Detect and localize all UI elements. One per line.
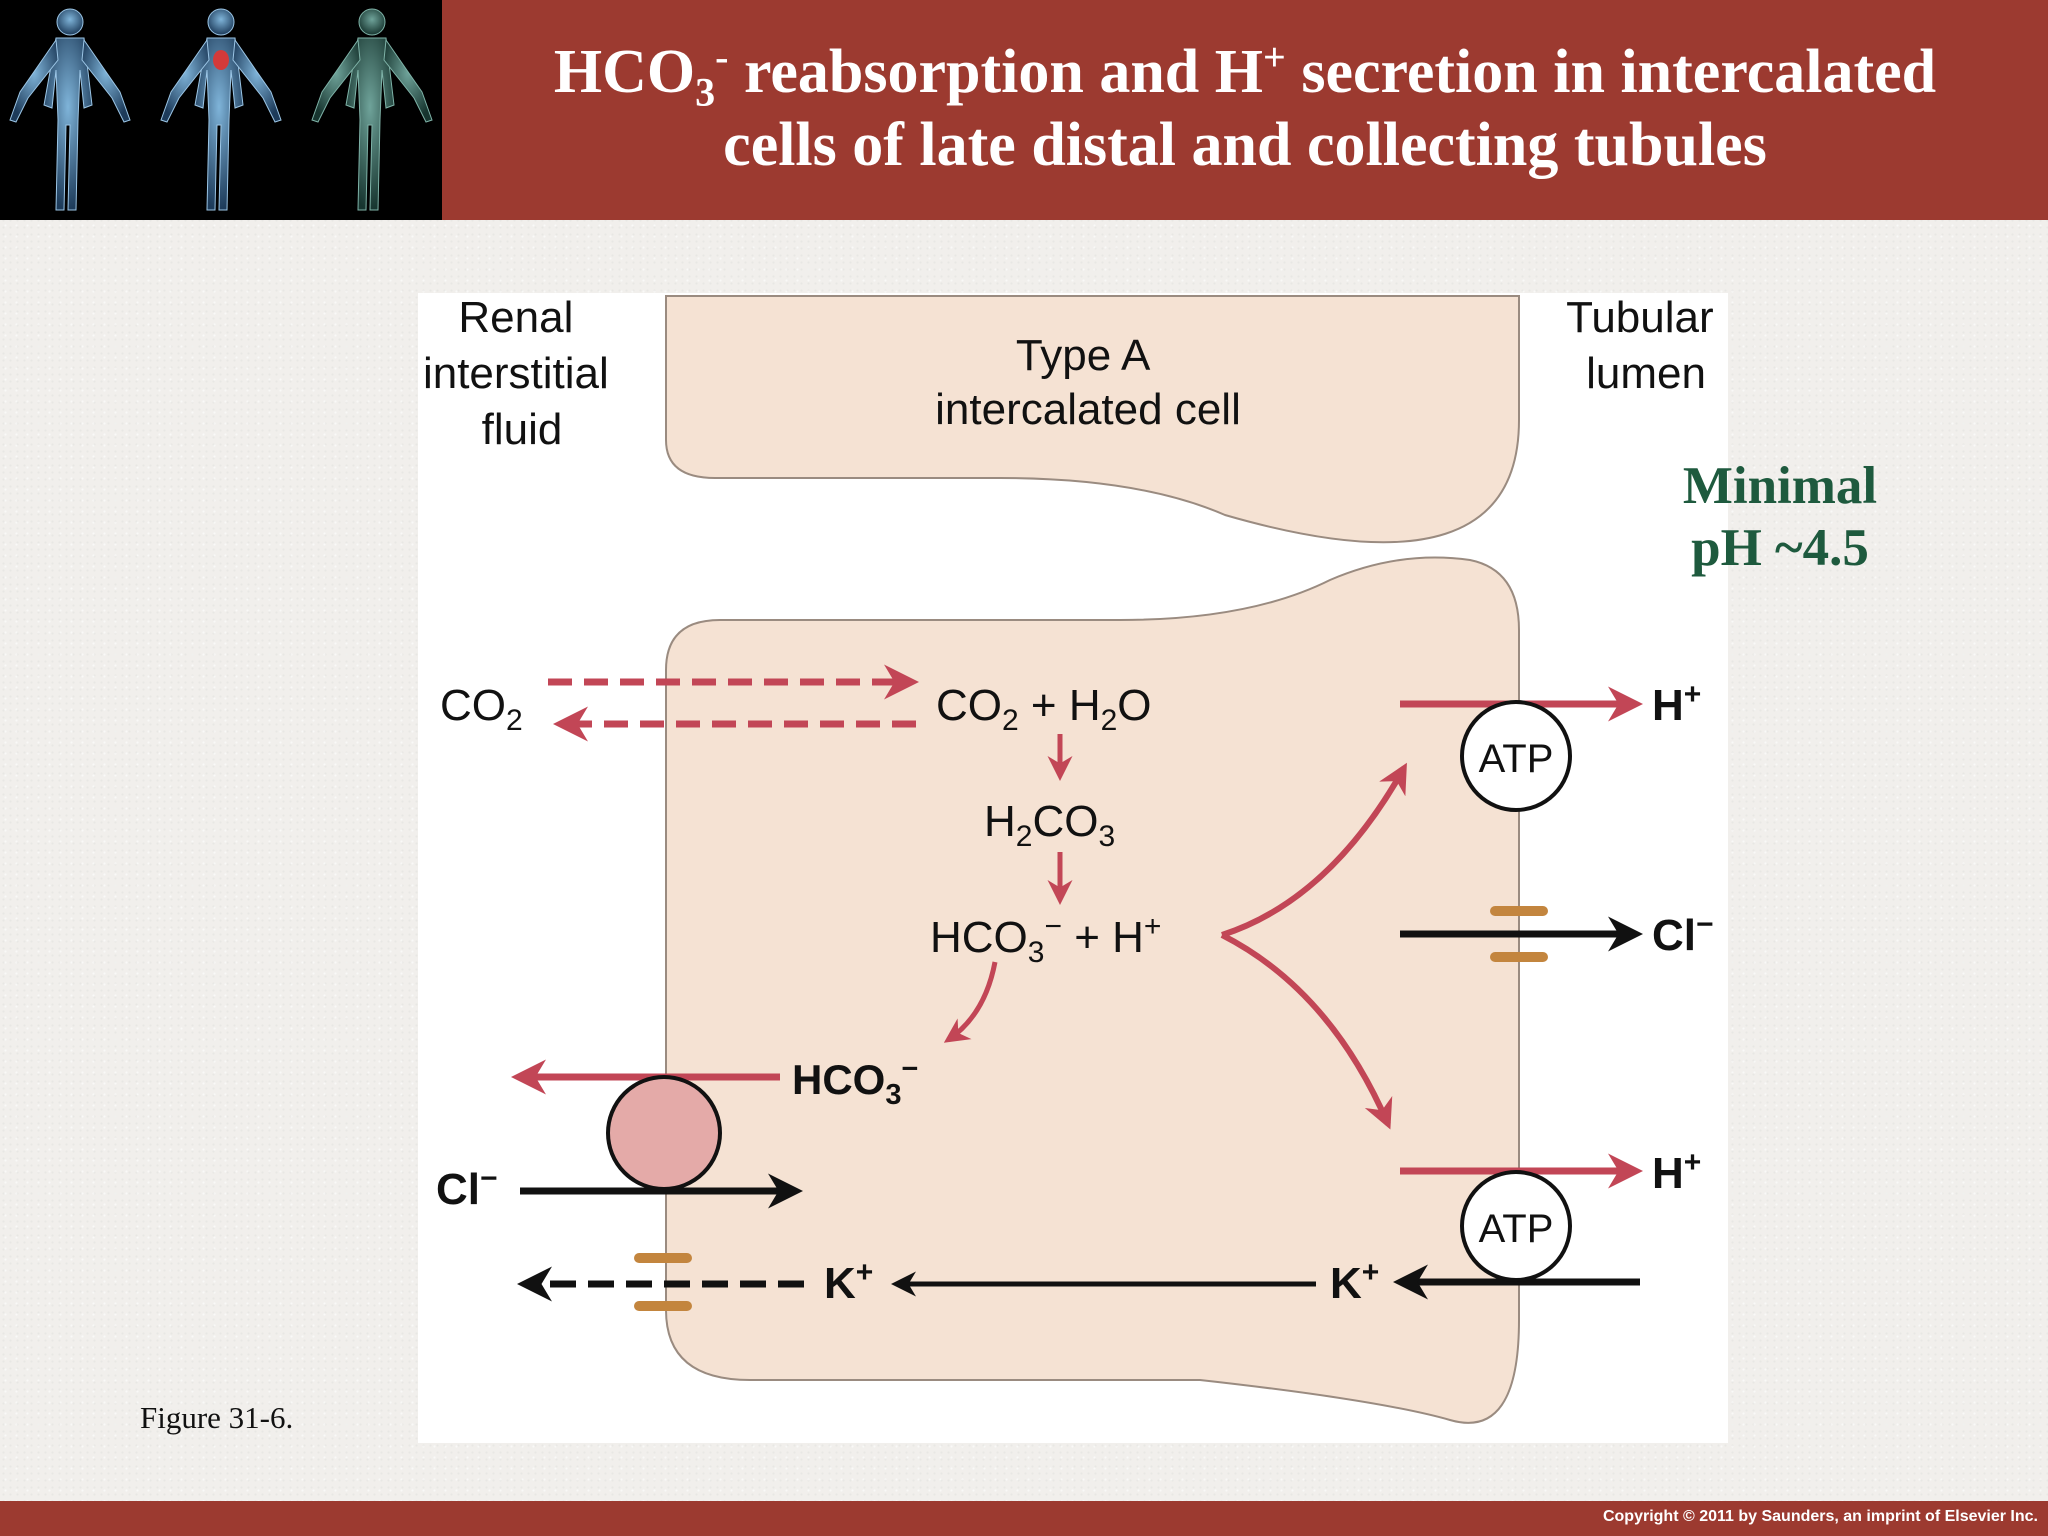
- h-top-label: H+: [1652, 678, 1701, 730]
- figure-caption: Figure 31-6.: [140, 1400, 294, 1435]
- ph-note-line-1: Minimal: [1682, 457, 1878, 515]
- cl-channel-top: [1490, 906, 1548, 916]
- atp-pump-top: [1460, 700, 1572, 812]
- cl-left-label: Cl−: [436, 1162, 498, 1214]
- h-branch-up-arrow: [1221, 762, 1407, 938]
- cl-right-label: Cl−: [1652, 908, 1714, 960]
- k-channel-bottom: [634, 1301, 692, 1311]
- hco3-h-label: HCO3− + H+: [930, 910, 1161, 969]
- footer-bar: Copyright © 2011 by Saunders, an imprint…: [0, 1501, 2048, 1536]
- k-right-label: K+: [1330, 1256, 1379, 1308]
- cl-channel-bottom: [1490, 952, 1548, 962]
- ph-note-line-2: pH ~4.5: [1691, 519, 1869, 577]
- slide-title: HCO3- reabsorption and H+ secretion in i…: [553, 34, 1937, 179]
- atp-top-label: ATP: [1479, 737, 1554, 781]
- interstitial-label: Renal interstitial fluid: [423, 293, 621, 454]
- intercalated-cell: [665, 556, 1520, 1424]
- co2-h2o-label: CO2 + H2O: [936, 681, 1152, 737]
- cell-label: Type A intercalated cell: [935, 331, 1241, 434]
- h2co3-label: H2CO3: [984, 797, 1115, 853]
- upper-cell: [665, 295, 1520, 544]
- hco3-out-label: HCO3−: [792, 1053, 918, 1111]
- h-bottom-label: H+: [1652, 1146, 1701, 1198]
- co2-left-label: CO2: [440, 681, 523, 737]
- lumen-label: Tubular lumen: [1566, 293, 1726, 398]
- header-bar: HCO3- reabsorption and H+ secretion in i…: [0, 0, 2048, 220]
- k-left-label: K+: [824, 1256, 873, 1308]
- atp-bottom-label: ATP: [1479, 1207, 1554, 1251]
- hco3-transfer-arrow: [943, 961, 998, 1043]
- cl-hco3-exchanger: [606, 1075, 722, 1191]
- ph-note: Minimal pH ~4.5: [1640, 455, 1920, 579]
- copyright-text: Copyright © 2011 by Saunders, an imprint…: [1602, 1508, 2038, 1525]
- h-branch-down-arrow: [1220, 932, 1393, 1130]
- human-anatomy-figures-image: [0, 0, 442, 220]
- k-channel-top: [634, 1253, 692, 1263]
- atp-pump-bottom: [1460, 1170, 1572, 1282]
